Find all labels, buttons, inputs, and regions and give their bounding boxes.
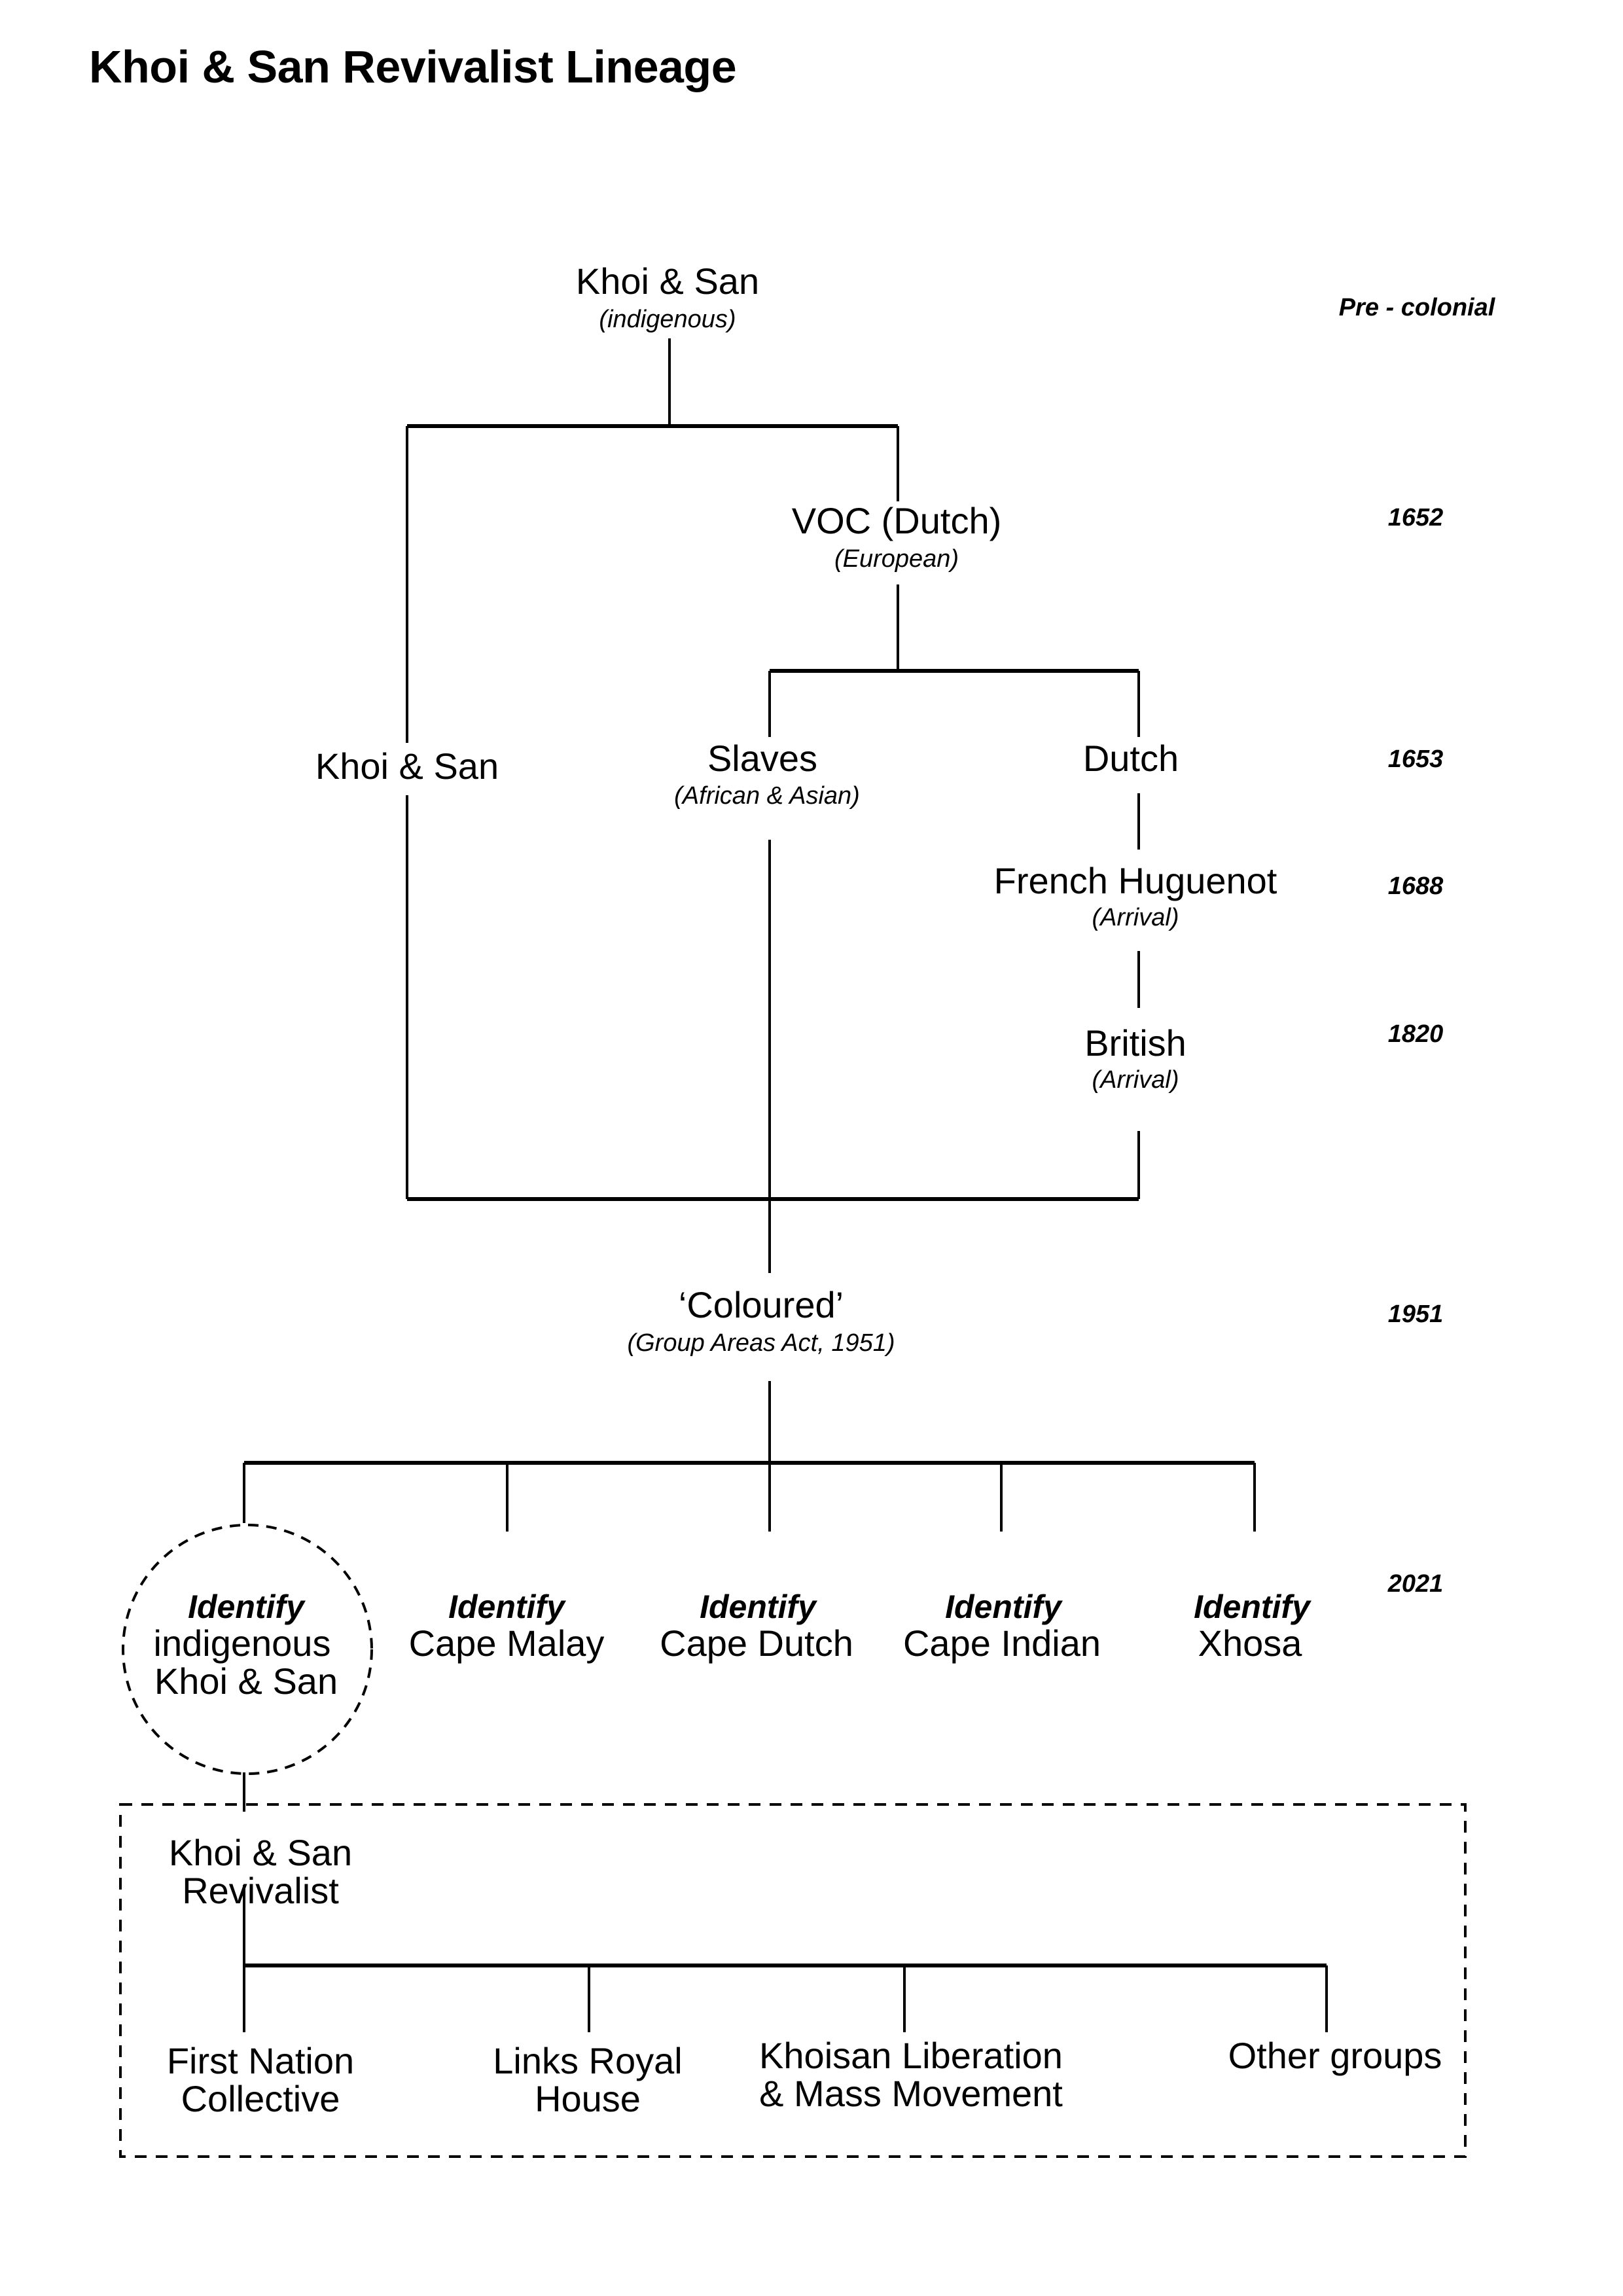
group-label: Khoisan Liberation (759, 2035, 1063, 2076)
identity-prefix: Identify (945, 1588, 1063, 1625)
identity-label: Cape Dutch (660, 1623, 853, 1664)
identity-prefix: Identify (188, 1588, 306, 1625)
node-voc-sub: (European) (834, 545, 959, 573)
timeline-2021: 2021 (1387, 1570, 1444, 1598)
group-label: & Mass Movement (759, 2073, 1063, 2114)
node-khoi-san-label: Khoi & San (315, 745, 499, 787)
identity-prefix: Identify (1194, 1588, 1311, 1625)
node-huguenot-label: French Huguenot (994, 860, 1277, 901)
timeline-pre-colonial: Pre - colonial (1339, 294, 1496, 321)
node-voc-label: VOC (Dutch) (792, 500, 1002, 541)
node-british-label: British (1084, 1022, 1186, 1064)
timeline-1688: 1688 (1388, 872, 1444, 900)
timeline-1951: 1951 (1388, 1300, 1444, 1328)
node-root-sub: (indigenous) (599, 306, 736, 333)
timeline: Pre - colonial 1652 1653 1688 1820 1951 … (1339, 294, 1496, 1598)
group-label: Collective (181, 2078, 340, 2119)
revivalist-label: Revivalist (182, 1870, 339, 1911)
connectors (243, 338, 1328, 2032)
timeline-1652: 1652 (1388, 504, 1444, 531)
revivalist-group-box (119, 1803, 1467, 2158)
identity-prefix: Identify (700, 1588, 817, 1625)
node-slaves-sub: (African & Asian) (674, 782, 860, 810)
node-slaves-label: Slaves (707, 738, 817, 779)
node-dutch-label: Dutch (1083, 738, 1179, 779)
group-label: First Nation (167, 2040, 354, 2081)
node-huguenot-sub: (Arrival) (1092, 904, 1179, 931)
identity-label: Khoi & San (154, 1660, 338, 1702)
node-coloured-label: ‘Coloured’ (679, 1284, 844, 1325)
timeline-1653: 1653 (1388, 745, 1444, 773)
timeline-1820: 1820 (1388, 1020, 1444, 1048)
identity-label: Xhosa (1198, 1623, 1303, 1664)
identity-label: Cape Malay (409, 1623, 605, 1664)
node-root-label: Khoi & San (576, 260, 759, 302)
group-label: Other groups (1228, 2035, 1442, 2076)
revivalist-label: Khoi & San (169, 1832, 352, 1873)
identity-label: Cape Indian (903, 1623, 1101, 1664)
identity-prefix: Identify (448, 1588, 566, 1625)
node-british-sub: (Arrival) (1092, 1066, 1179, 1094)
page-title: Khoi & San Revivalist Lineage (89, 41, 737, 92)
group-label: Links Royal (493, 2040, 682, 2081)
node-coloured-sub: (Group Areas Act, 1951) (627, 1329, 895, 1357)
highlight-circle (122, 1524, 373, 1775)
identity-label: indigenous (154, 1623, 331, 1664)
group-label: House (535, 2078, 641, 2119)
